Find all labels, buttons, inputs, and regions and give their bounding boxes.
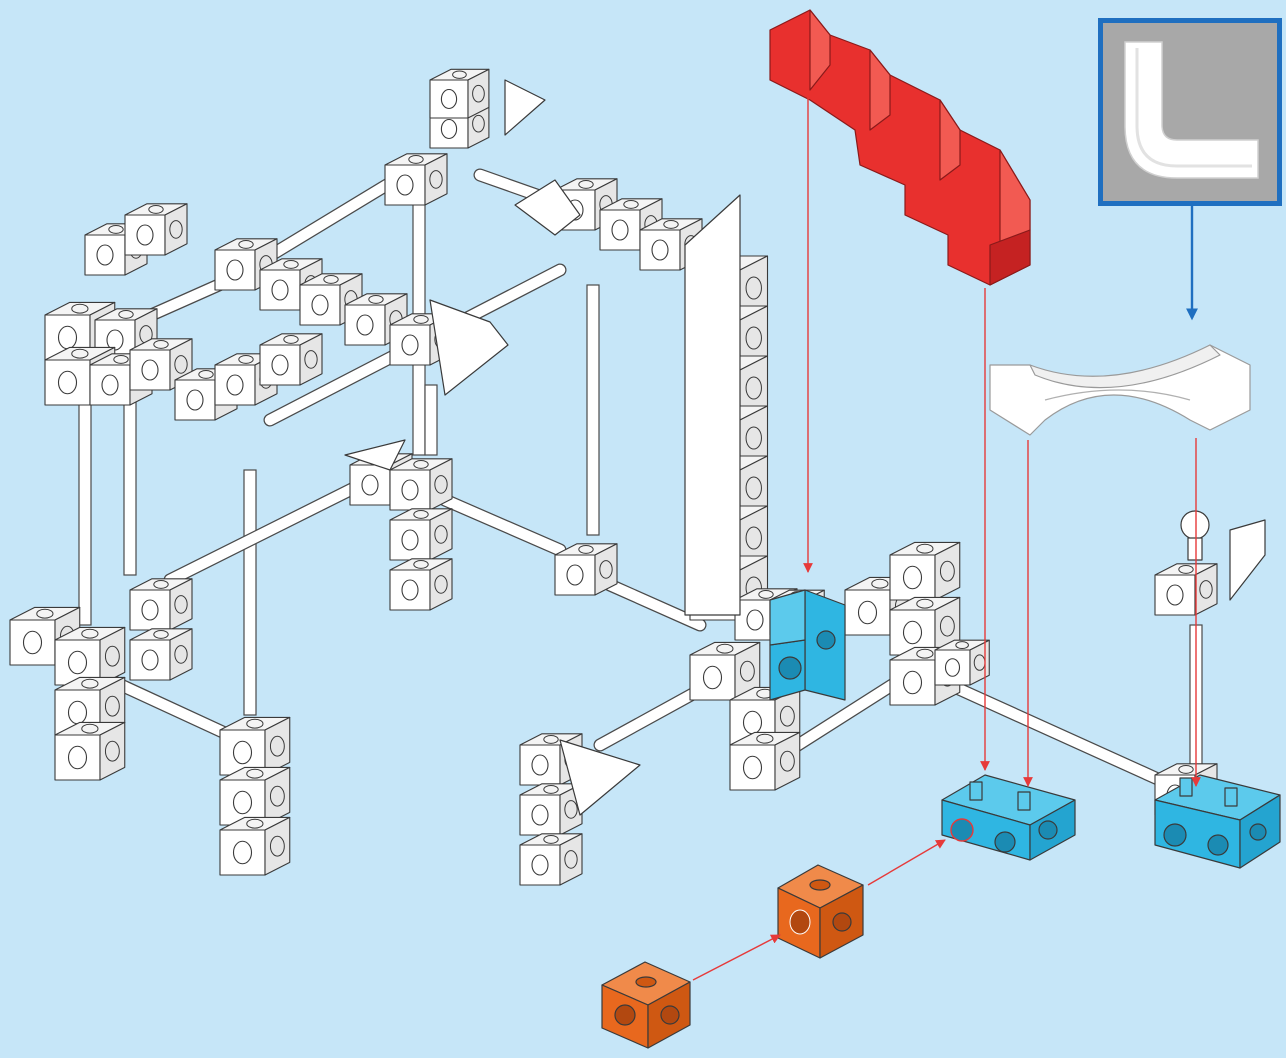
marble-ball (1181, 511, 1209, 560)
white-cube (390, 559, 452, 610)
white-cube (430, 69, 489, 118)
white-cube (130, 629, 192, 680)
blue-block-in-structure (770, 590, 845, 700)
inset-panel (1098, 18, 1282, 206)
white-cube (555, 544, 617, 595)
white-cube (390, 459, 452, 510)
ramp-right-post (1230, 520, 1265, 600)
white-cube (520, 834, 582, 885)
ramp-top (505, 80, 545, 135)
white-cube (730, 732, 800, 790)
orange-cube-small (602, 962, 690, 1048)
curved-white-track (990, 345, 1250, 435)
red-stair-track (770, 10, 1030, 285)
blue-double-block (942, 775, 1075, 860)
white-cube (55, 627, 125, 685)
white-cube (520, 784, 582, 835)
white-cube (935, 640, 989, 685)
white-cube (1155, 564, 1217, 615)
white-cube (220, 717, 290, 775)
white-cube (125, 204, 187, 255)
white-cube (385, 154, 447, 205)
white-cube (220, 767, 290, 825)
blue-double-block-right (1155, 775, 1280, 868)
ramp-vertical-tower (685, 195, 740, 615)
white-cube (130, 579, 192, 630)
white-cube (390, 509, 452, 560)
arrow-orange-to-blue (868, 840, 945, 885)
white-cube (220, 817, 290, 875)
white-cube (260, 334, 322, 385)
orange-cube (778, 865, 863, 958)
white-cube (890, 542, 960, 600)
arrow-small-to-orange (693, 935, 780, 980)
white-cube (55, 722, 125, 780)
ramp-mid-right (430, 300, 508, 395)
